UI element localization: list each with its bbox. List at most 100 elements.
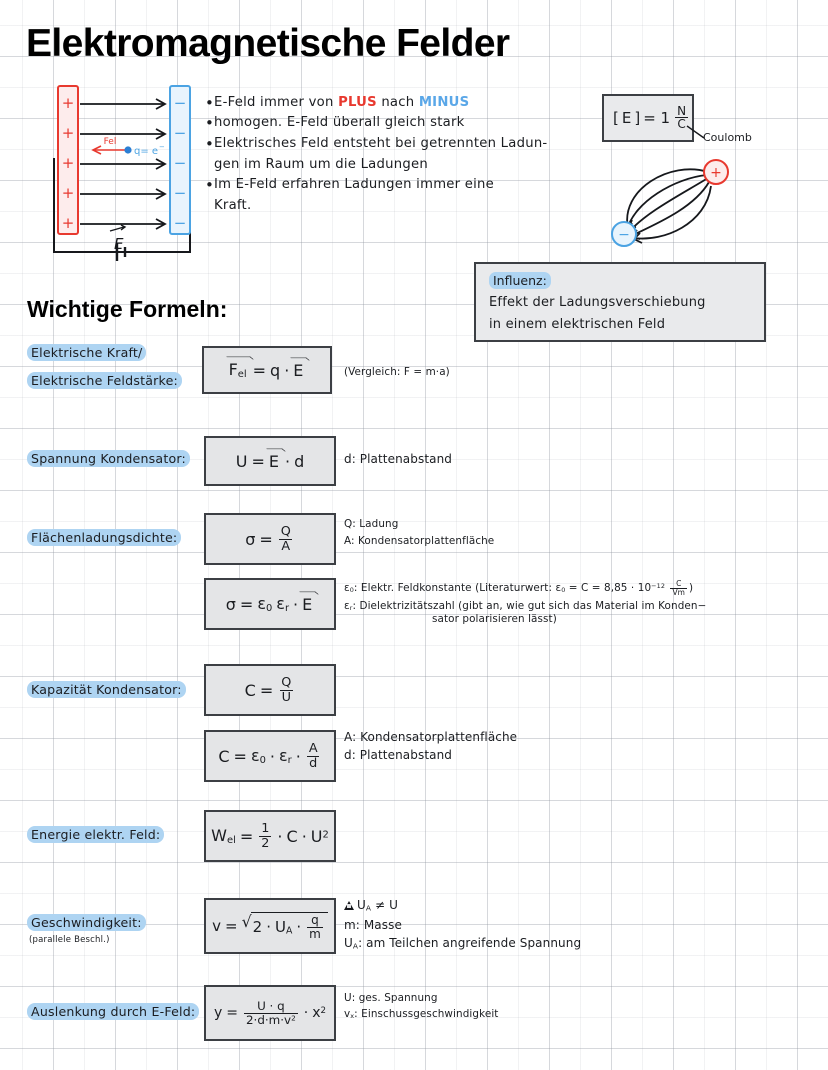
square-root: √ 2 · UA · q m xyxy=(242,912,328,941)
formula-box-geschwindigkeit: v = √ 2 · UA · q m xyxy=(204,898,336,954)
list-item: • E-Feld immer von PLUS nach MINUS xyxy=(205,94,505,112)
highlight-plus: PLUS xyxy=(338,95,377,110)
callout-line xyxy=(686,125,705,139)
charge-label: q= e xyxy=(134,146,158,157)
bullet-text: homogen. E-Feld überall gleich stark xyxy=(214,115,465,131)
formula-kapazitaet: C = Q U xyxy=(244,675,293,705)
bullet-text: Elektrisches Feld entsteht bei getrennte… xyxy=(214,135,548,151)
formula-flaechenladungsdichte-2: σ = ε0 εr · E xyxy=(225,594,313,614)
label-flaechenladungsdichte: Flächenladungsdichte: xyxy=(27,529,182,546)
fraction-C-Vm: C Vm xyxy=(670,579,688,597)
E-vector: E xyxy=(302,594,313,614)
svg-text:−: − xyxy=(174,124,187,142)
svg-text:−: − xyxy=(159,143,165,151)
note-vergleich: (Vergleich: F = m·a) xyxy=(344,366,450,378)
svg-text:−: − xyxy=(174,184,187,202)
svg-text:−: − xyxy=(174,214,187,232)
bullet-continuation: Kraft. xyxy=(214,198,252,213)
capacitor-diagram: + + + + + − − − − − Fel xyxy=(22,82,222,264)
epsilon-r: εr xyxy=(276,594,290,614)
positive-charge: + xyxy=(710,165,722,181)
note-plattenflaeche: A: Kondensatorplattenfläche xyxy=(344,535,495,547)
bullet-dot: • xyxy=(205,134,214,153)
influenz-box: Influenz: Effekt der Ladungsverschiebung… xyxy=(474,262,766,342)
formula-box-flaechenladungsdichte-2: σ = ε0 εr · E xyxy=(204,578,336,630)
negative-charge: − xyxy=(618,227,630,243)
formula-box-kapazitaet: C = Q U xyxy=(204,664,336,716)
section-heading: Wichtige Formeln: xyxy=(27,296,228,322)
label-kapazitaet-kondensator: Kapazität Kondensator: xyxy=(27,681,186,698)
coulomb-annotation: Coulomb xyxy=(703,131,752,144)
fraction-Q-U: Q U xyxy=(279,675,293,705)
formula-box-spannung: U = E · d xyxy=(204,436,336,486)
warning-icon xyxy=(344,901,354,910)
fraction-A-d: A d xyxy=(307,741,320,771)
svg-text:+: + xyxy=(62,184,75,202)
svg-text:+: + xyxy=(62,124,75,142)
epsilon-r: εr xyxy=(279,746,292,766)
svg-text:+: + xyxy=(62,154,75,172)
unit-box: [E] = 1 N C xyxy=(602,94,694,142)
svg-text:+: + xyxy=(62,94,75,112)
fraction-auslenkung: U · q 2·d·m·v2 xyxy=(243,999,298,1027)
note-plattenabstand-2: d: Plattenabstand xyxy=(344,748,453,762)
label-elektrische-feldstaerke: Elektrische Feldstärke: xyxy=(27,372,182,389)
note-plattenabstand: d: Plattenabstand xyxy=(344,452,453,466)
unit-equation: [E] = 1 N C xyxy=(613,104,688,132)
influenz-line-2: in einem elektrischen Feld xyxy=(489,317,666,332)
label-elektrische-kraft: Elektrische Kraft/ xyxy=(27,344,147,361)
formula-spannung: U = E · d xyxy=(235,451,305,471)
bullet-dot: • xyxy=(205,114,214,133)
unit-fraction: N C xyxy=(675,104,688,132)
formula-kapazitaet-2: C = ε0 · εr · A d xyxy=(218,741,320,771)
bullet-text: E-Feld immer von xyxy=(214,95,339,110)
label-geschwindigkeit-sub: (parallele Beschl.) xyxy=(29,935,110,945)
highlight-minus: MINUS xyxy=(418,95,470,110)
list-item: • Im E-Feld erfahren Ladungen immer eine xyxy=(205,175,505,194)
svg-text:−: − xyxy=(174,94,187,112)
bullet-continuation: gen im Raum um die Ladungen xyxy=(214,156,428,172)
list-item: • homogen. E-Feld überall gleich stark xyxy=(205,114,505,133)
label-auslenkung: Auslenkung durch E-Feld: xyxy=(27,1003,200,1020)
epsilon-zero: ε0 xyxy=(250,746,266,766)
unit-equals: = 1 xyxy=(643,108,671,127)
note-einschussgeschwindigkeit: vx: Einschussgeschwindigkeit xyxy=(344,1008,499,1021)
label-geschwindigkeit: Geschwindigkeit: xyxy=(27,914,146,931)
influenz-line-1: Effekt der Ladungsverschiebung xyxy=(489,295,706,310)
E-vector: E xyxy=(268,451,279,471)
bullet-dot: • xyxy=(205,175,214,194)
note-masse: m: Masse xyxy=(344,918,402,932)
fraction-one-half: 1 2 xyxy=(259,821,272,851)
bullet-text: Im E-Feld erfahren Ladungen immer eine xyxy=(214,176,495,192)
formula-auslenkung: y = U · q 2·d·m·v2 · x2 xyxy=(213,999,327,1027)
bullet-text-mid: nach xyxy=(376,95,419,110)
fraction-q-m: q m xyxy=(307,913,323,941)
formula-geschwindigkeit: v = √ 2 · UA · q m xyxy=(212,912,328,941)
note-feldkonstante: ε0: Elektr. Feldkonstante (Literaturwert… xyxy=(344,579,694,597)
unit-symbol: E xyxy=(621,108,632,127)
E-vector: E xyxy=(293,360,304,380)
formula-elektrische-kraft: Fel = q · E xyxy=(228,360,304,380)
epsilon-zero: ε0 xyxy=(257,594,273,614)
dipole-field-diagram: + − xyxy=(590,150,750,260)
label-energie-elektr-feld: Energie elektr. Feld: xyxy=(27,826,165,843)
label-spannung-kondensator: Spannung Kondensator: xyxy=(27,450,190,467)
formula-box-energie: Wel = 1 2 · C · U2 xyxy=(204,810,336,862)
force-label: Fel xyxy=(104,137,117,147)
influenz-title: Influenz: xyxy=(489,272,551,289)
F-vector: Fel xyxy=(228,360,247,380)
fraction-Q-A: Q A xyxy=(279,524,293,554)
formula-box-kapazitaet-2: C = ε0 · εr · A d xyxy=(204,730,336,782)
note-ges-spannung: U: ges. Spannung xyxy=(344,992,438,1004)
formula-flaechenladungsdichte: σ = Q A xyxy=(245,524,293,554)
formula-energie: Wel = 1 2 · C · U2 xyxy=(211,821,329,851)
svg-text:+: + xyxy=(62,214,75,232)
field-vector-label: E xyxy=(114,235,124,253)
formula-box-auslenkung: y = U · q 2·d·m·v2 · x2 xyxy=(204,985,336,1041)
note-spannung-teilchen: UA: am Teilchen angreifende Spannung xyxy=(344,936,582,951)
note-warning-ua: UA ≠ U xyxy=(344,898,398,914)
bullet-list: • E-Feld immer von PLUS nach MINUS • hom… xyxy=(205,94,547,219)
bullet-dot: • xyxy=(205,94,214,112)
svg-text:−: − xyxy=(174,154,187,172)
